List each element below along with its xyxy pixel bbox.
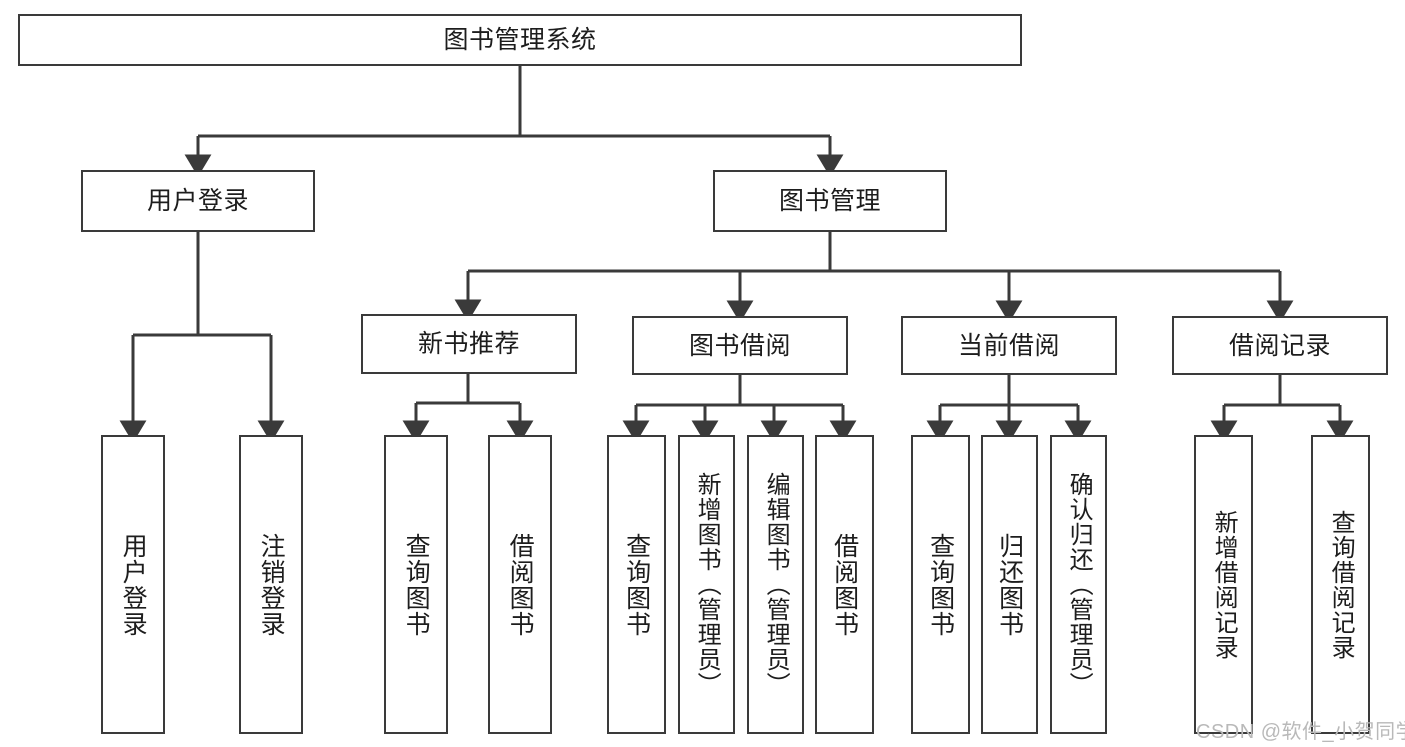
csdn-watermark: CSDN @软件_小贺同学 bbox=[1196, 721, 1405, 743]
node-label: 借阅图书 bbox=[506, 532, 535, 637]
node-new-book-recommend[interactable]: 新书推荐 bbox=[361, 314, 577, 374]
node-leaf-confirm-return[interactable]: 确认归还（管理员） bbox=[1050, 435, 1107, 734]
node-label: 查询借阅记录 bbox=[1327, 509, 1355, 660]
node-leaf-add-book[interactable]: 新增图书（管理员） bbox=[678, 435, 735, 734]
node-leaf-logout[interactable]: 注销登录 bbox=[239, 435, 303, 734]
node-leaf-borrow-book-2[interactable]: 借阅图书 bbox=[815, 435, 874, 734]
node-leaf-add-record[interactable]: 新增借阅记录 bbox=[1194, 435, 1253, 734]
node-book-manage[interactable]: 图书管理 bbox=[713, 170, 947, 232]
node-label: 借阅图书 bbox=[830, 532, 859, 637]
node-leaf-borrow-book-1[interactable]: 借阅图书 bbox=[488, 435, 552, 734]
node-borrow-record[interactable]: 借阅记录 bbox=[1172, 316, 1388, 375]
node-root-system[interactable]: 图书管理系统 bbox=[18, 14, 1022, 66]
node-book-borrow[interactable]: 图书借阅 bbox=[632, 316, 848, 375]
node-label: 用户登录 bbox=[146, 187, 249, 215]
node-label: 当前借阅 bbox=[957, 331, 1060, 360]
node-leaf-query-record[interactable]: 查询借阅记录 bbox=[1311, 435, 1370, 734]
node-label: 用户登录 bbox=[119, 532, 148, 637]
node-label: 编辑图书（管理员） bbox=[762, 472, 790, 697]
node-label: 查询图书 bbox=[402, 532, 431, 637]
node-label: 新增借阅记录 bbox=[1210, 509, 1238, 660]
node-label: 图书管理系统 bbox=[443, 26, 597, 54]
node-label: 查询图书 bbox=[622, 532, 651, 637]
node-label: 查询图书 bbox=[926, 532, 955, 637]
node-leaf-return-book[interactable]: 归还图书 bbox=[981, 435, 1038, 734]
node-leaf-edit-book[interactable]: 编辑图书（管理员） bbox=[747, 435, 804, 734]
node-label: 新书推荐 bbox=[417, 330, 520, 358]
node-label: 注销登录 bbox=[257, 532, 286, 637]
node-label: 借阅记录 bbox=[1228, 331, 1331, 360]
node-current-borrow[interactable]: 当前借阅 bbox=[901, 316, 1117, 375]
node-leaf-query-book-1[interactable]: 查询图书 bbox=[384, 435, 448, 734]
node-label: 新增图书（管理员） bbox=[693, 472, 721, 697]
node-leaf-query-book-2[interactable]: 查询图书 bbox=[607, 435, 666, 734]
node-label: 归还图书 bbox=[995, 532, 1024, 637]
node-leaf-user-login[interactable]: 用户登录 bbox=[101, 435, 165, 734]
node-leaf-query-book-3[interactable]: 查询图书 bbox=[911, 435, 970, 734]
node-user-login[interactable]: 用户登录 bbox=[81, 170, 315, 232]
node-label: 图书借阅 bbox=[688, 331, 791, 360]
node-label: 图书管理 bbox=[778, 187, 881, 215]
node-label: 确认归还（管理员） bbox=[1065, 472, 1093, 697]
